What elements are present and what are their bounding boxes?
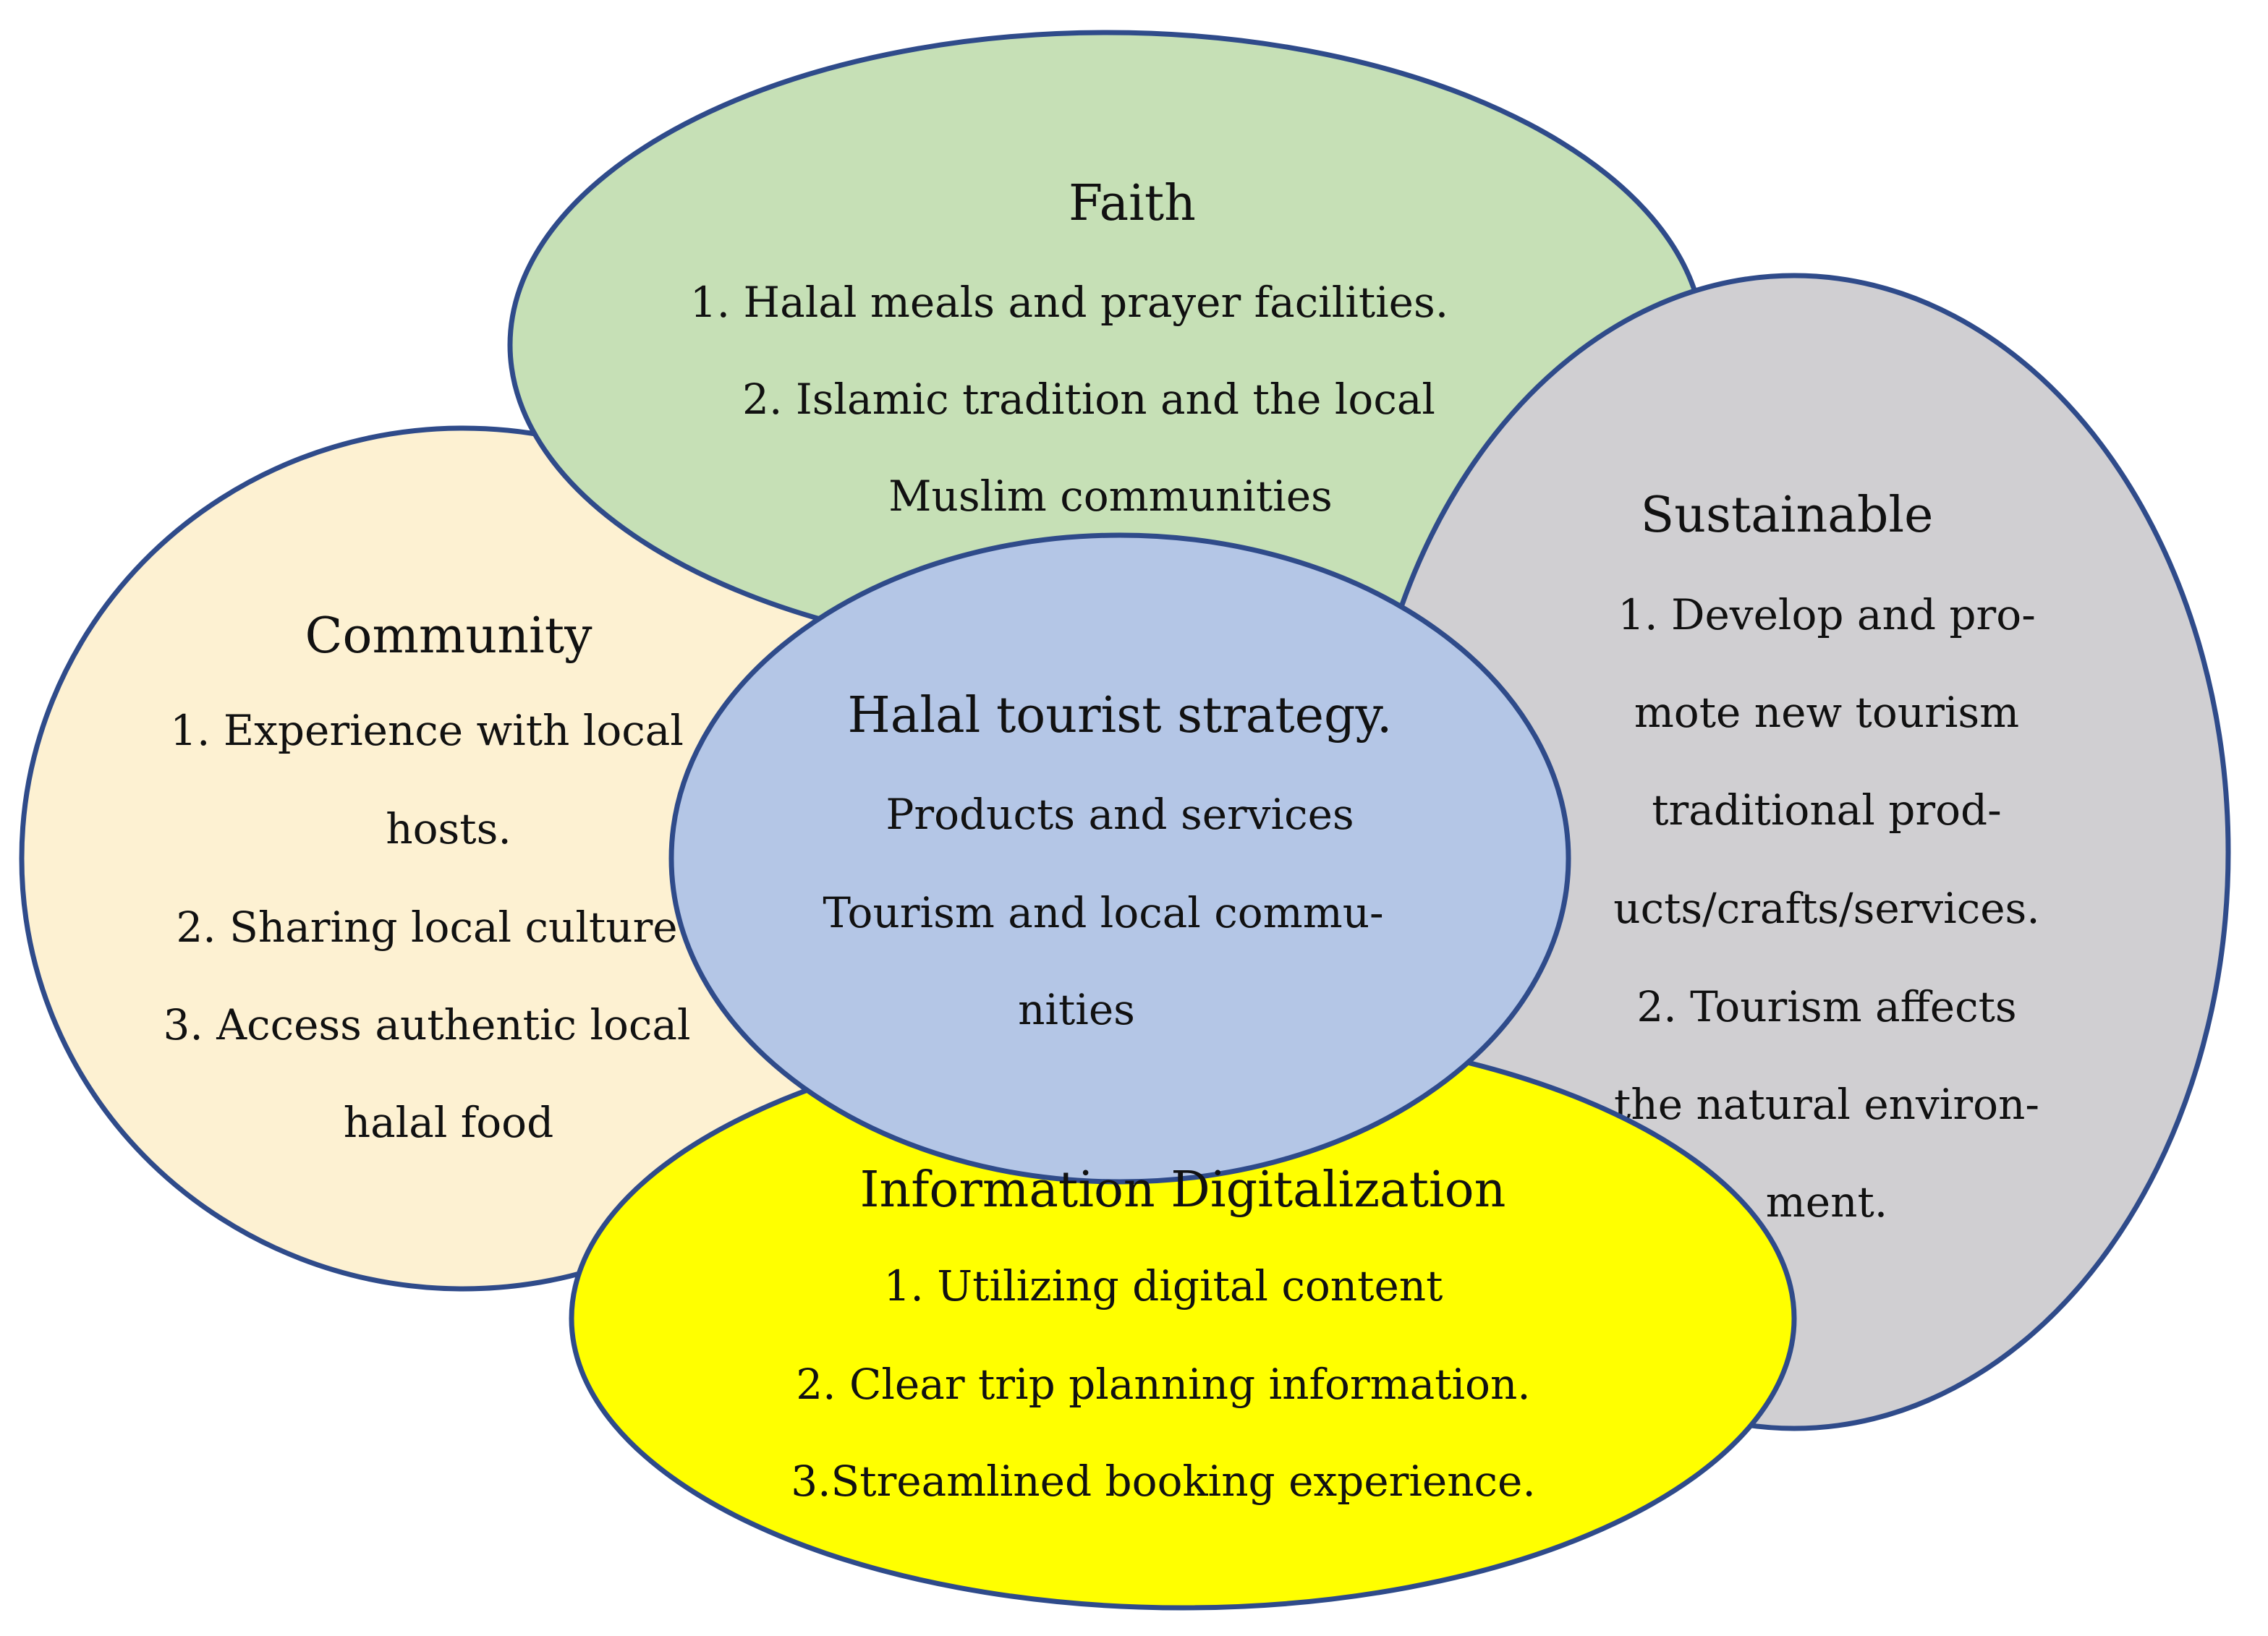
sustainable-title: Sustainable xyxy=(1641,487,1934,544)
center-ellipse xyxy=(668,532,1571,1185)
center-title: Halal tourist strategy. xyxy=(847,687,1392,744)
center-group: Halal tourist strategy. Products and ser… xyxy=(668,532,1571,1185)
information-line-1: 1. Utilizing digital content xyxy=(884,1261,1443,1311)
faith-line-3: Muslim communities xyxy=(888,472,1333,521)
faith-line-1: 1. Halal meals and prayer facilities. xyxy=(690,278,1448,327)
sustainable-line-1: 1. Develop and pro- xyxy=(1618,590,2036,639)
sustainable-line-3: traditional prod- xyxy=(1652,785,2001,835)
information-line-2: 2. Clear trip planning information. xyxy=(796,1360,1531,1409)
sustainable-line-2: mote new tourism xyxy=(1634,688,2019,737)
center-line-1: Products and services xyxy=(885,790,1354,839)
community-line-3: 2. Sharing local culture xyxy=(176,903,677,952)
community-title: Community xyxy=(305,608,593,665)
sustainable-line-6: the natural environ- xyxy=(1614,1080,2039,1129)
community-line-5: halal food xyxy=(344,1098,553,1147)
sustainable-line-4: ucts/crafts/services. xyxy=(1613,884,2039,933)
faith-title: Faith xyxy=(1069,175,1196,232)
faith-line-2: 2. Islamic tradition and the local xyxy=(742,375,1435,424)
community-line-4: 3. Access authentic local xyxy=(163,1000,690,1049)
faith-group: Faith 1. Halal meals and prayer faciliti… xyxy=(507,30,1707,660)
information-line-3: 3.Streamlined booking experience. xyxy=(791,1457,1536,1506)
information-group: 1. Utilizing digital content 2. Clear tr… xyxy=(569,1026,1797,1611)
information-title: Information Digitalization xyxy=(860,1162,1506,1219)
community-line-2: hosts. xyxy=(386,804,511,853)
center-line-3: nities xyxy=(1018,985,1135,1034)
center-line-2: Tourism and local commu- xyxy=(823,888,1383,937)
community-group: Community 1. Experience with local hosts… xyxy=(19,425,907,1292)
community-line-1: 1. Experience with local xyxy=(170,706,684,755)
sustainable-line-7: ment. xyxy=(1766,1177,1887,1227)
sustainable-line-5: 2. Tourism affects xyxy=(1636,982,2016,1031)
